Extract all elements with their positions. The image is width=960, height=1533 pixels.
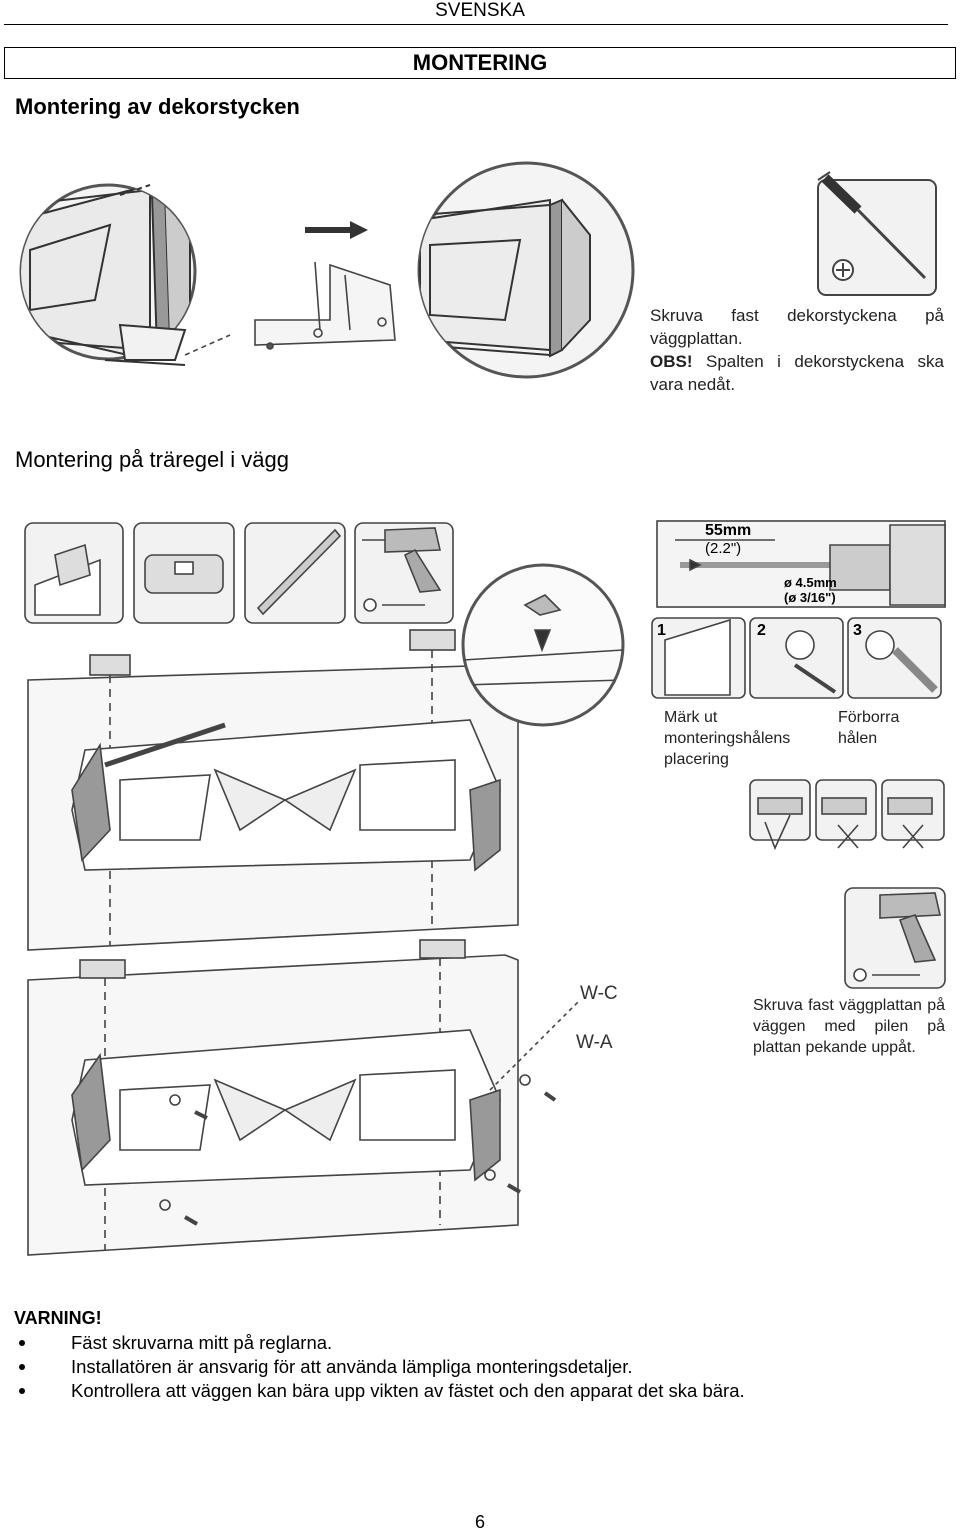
language-label: SVENSKA — [435, 0, 525, 21]
tool-pencil — [244, 522, 346, 624]
warning-title: VARNING! — [14, 1308, 102, 1328]
warning-item-text: Fäst skruvarna mitt på reglarna. — [71, 1332, 333, 1353]
warning-item: Fäst skruvarna mitt på reglarna. — [0, 1331, 745, 1355]
step-boxes — [651, 617, 942, 699]
decor-arrow-right — [305, 221, 368, 239]
mark-label: Märk ut monteringshålens placering — [664, 709, 791, 768]
tool-stud-wall — [24, 522, 124, 624]
wall-panel-2 — [27, 939, 581, 1256]
depth-label: 55mm — [705, 522, 752, 539]
bullet-icon — [19, 1340, 25, 1346]
bullet-icon — [19, 1388, 25, 1394]
section-frame — [4, 47, 956, 79]
predrill-label: Förborra hålen — [838, 709, 900, 747]
screwdriver-box — [817, 171, 937, 296]
step-number-2: 2 — [757, 622, 766, 639]
warning-item: Kontrollera att väggen kan bära upp vikt… — [0, 1379, 745, 1403]
decor-circle-after — [417, 161, 635, 379]
decor-corner-detail — [104, 323, 187, 366]
wall-panel-1 — [27, 563, 625, 951]
step-number-1: 1 — [657, 622, 666, 639]
drill-box-2 — [844, 887, 946, 989]
step-number-3: 3 — [853, 622, 862, 639]
warning-item-text: Kontrollera att väggen kan bära upp vikt… — [71, 1380, 745, 1401]
diameter-label-inch: (ø 3/16") — [784, 590, 836, 605]
screw-instruction: Skruva fast väggplattan på väggen med pi… — [753, 997, 945, 1056]
drill-depth-box — [656, 520, 946, 608]
decor-circle-before — [19, 183, 197, 361]
stud-heading: Montering på träregel i vägg — [15, 447, 289, 472]
label-wc: W-C — [580, 983, 618, 1004]
obs-text: Spalten i dekorstyckena ska vara nedåt. — [650, 352, 944, 394]
level-check-boxes — [749, 779, 945, 851]
header-rule — [4, 24, 948, 25]
warning-list: Fäst skruvarna mitt på reglarna. Install… — [0, 1331, 745, 1403]
warning-item: Installatören är ansvarig för att använd… — [0, 1355, 745, 1379]
decor-wall-detail — [184, 261, 396, 356]
section-title: MONTERING — [412, 50, 548, 75]
warning-item-text: Installatören är ansvarig för att använd… — [71, 1356, 633, 1377]
decor-heading: Montering av dekorstycken — [15, 94, 300, 119]
decor-instruction: Skruva fast dekorstyckena på väggplattan… — [650, 304, 944, 396]
depth-label-inch: (2.2") — [705, 540, 742, 557]
tool-level — [133, 522, 235, 624]
page-number: 6 — [474, 1512, 485, 1532]
obs-label: OBS! — [650, 352, 693, 371]
tool-drill — [354, 522, 454, 624]
label-wa: W-A — [576, 1032, 613, 1053]
diameter-label: ø 4.5mm — [784, 575, 837, 590]
bullet-icon — [19, 1364, 25, 1370]
decor-instruction-text: Skruva fast dekorstyckena på väggplattan… — [650, 306, 944, 348]
